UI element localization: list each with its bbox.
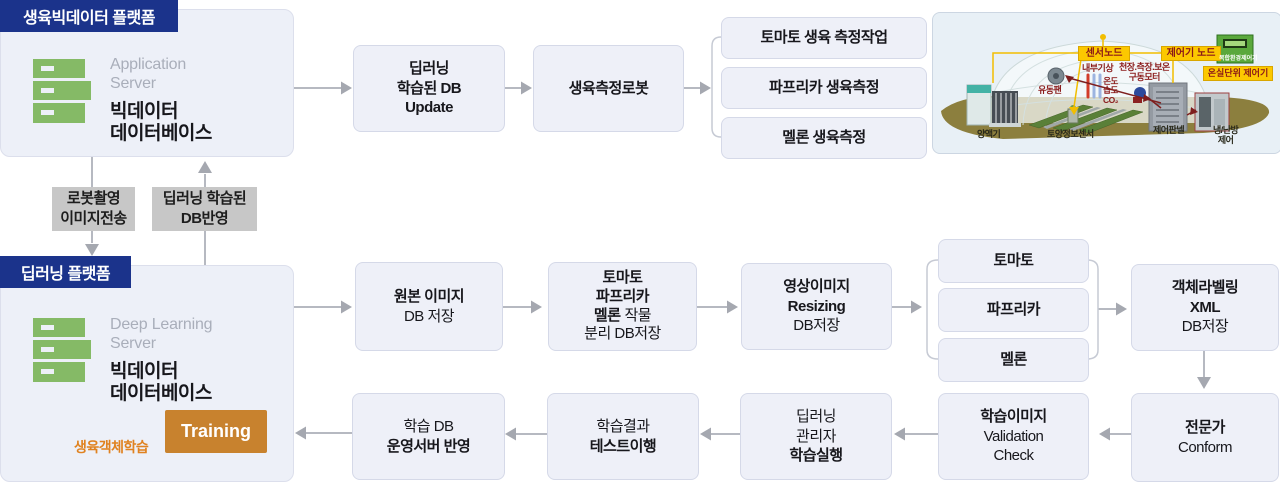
server-type-line: Server xyxy=(110,74,156,92)
box-crop-tomato: 토마토 xyxy=(938,239,1089,283)
greenhouse-device-label: 복합환경제어기 xyxy=(1219,56,1258,62)
big-data-platform-title: 생육빅데이터 플랫폼 xyxy=(23,10,155,27)
greenhouse-indoor-weather-label: 내부기상 xyxy=(1082,63,1114,73)
transfer-text: 딥러닝 학습된 xyxy=(162,189,247,207)
box-text: 딥러닝 xyxy=(796,407,836,425)
server-type-line: Application xyxy=(110,56,187,73)
box-text: 관리자 xyxy=(796,427,836,445)
transfer-text: DB반영 xyxy=(180,210,229,227)
greenhouse-soil-sensor-label: 토양정보센서 xyxy=(1047,129,1094,139)
greenhouse-unit-controller-label: 온실단위 제어기 xyxy=(1203,66,1273,81)
box-text: Resizing xyxy=(787,297,846,315)
box-text: 멜론 xyxy=(1000,351,1027,369)
greenhouse-controller-node-label: 제어기 노드 xyxy=(1161,46,1221,61)
box-text: 멜론 생육측정 xyxy=(782,129,866,147)
greenhouse-climate-labels: 온도 습도 CO₂ xyxy=(1103,76,1119,105)
greenhouse-control-panel-label: 제어판넬 xyxy=(1153,125,1185,135)
greenhouse-art xyxy=(941,34,1270,139)
box-text: 객체라벨링 xyxy=(1171,278,1239,296)
box-text: 테스트이행 xyxy=(589,437,657,455)
box-text: 영상이미지 xyxy=(783,277,850,295)
box-text: 학습실행 xyxy=(789,447,843,465)
deep-learning-platform-header: 딥러닝 플랫폼 xyxy=(0,256,131,288)
box-text: Validation xyxy=(983,427,1044,445)
transfer-text: 이미지전송 xyxy=(60,210,127,227)
box-text: DB저장 xyxy=(793,317,840,335)
box-validation-check: 학습이미지 Validation Check xyxy=(938,393,1089,480)
box-text: 멜론 작물 xyxy=(593,306,652,324)
greenhouse-hvac-label: 냉/난방 제어 xyxy=(1213,125,1239,146)
greenhouse-fan-label: 유동팬 xyxy=(1038,85,1062,95)
server-name-line: 데이터베이스 xyxy=(110,383,212,405)
box-text: Conform xyxy=(1177,438,1233,456)
box-text: DB 저장 xyxy=(403,307,455,325)
box-text: 생육측정로봇 xyxy=(568,79,649,97)
box-text: 학습 DB xyxy=(403,417,454,435)
box-text: 분리 DB저장 xyxy=(584,325,661,343)
training-box: Training xyxy=(165,410,267,453)
box-text: 학습이미지 xyxy=(980,407,1047,425)
server-info: Deep Learning Server 빅데이터 데이터베이스 xyxy=(110,316,213,406)
box-text: 파프리카 xyxy=(986,301,1041,319)
box-text: XML xyxy=(1189,298,1221,316)
transfer-label-robot-images: 로봇촬영 이미지전송 xyxy=(52,187,135,231)
server-name-line: 데이터베이스 xyxy=(110,123,212,145)
greenhouse-motor-label: 천장.측장.보온 구동모터 xyxy=(1119,62,1170,82)
box-crop-paprika: 파프리카 xyxy=(938,288,1089,332)
training-text: Training xyxy=(180,421,251,441)
box-task-melon: 멜론 생육측정 xyxy=(721,117,927,159)
box-text: 원본 이미지 xyxy=(393,287,465,305)
box-admin-training-run: 딥러닝 관리자 학습실행 xyxy=(740,393,892,480)
server-icon xyxy=(33,59,91,123)
server-type-line: Server xyxy=(110,334,156,352)
server-name-line: 빅데이터 xyxy=(110,100,178,122)
training-caption: 생육객체학습 xyxy=(74,439,149,455)
box-image-resizing-db: 영상이미지 Resizing DB저장 xyxy=(741,263,892,350)
box-db-update: 딥러닝 학습된 DB Update xyxy=(353,45,505,132)
greenhouse-nutrient-label: 양액기 xyxy=(977,129,1001,139)
server-name-line: 빅데이터 xyxy=(110,360,178,382)
box-crop-melon: 멜론 xyxy=(938,338,1089,382)
box-text: 토마토 생육 측정작업 xyxy=(760,29,888,47)
box-text: 파프리카 생육측정 xyxy=(768,79,880,97)
server-type-line: Deep Learning xyxy=(110,316,213,333)
box-expert-conform: 전문가 Conform xyxy=(1131,393,1279,482)
transfer-label-trained-db: 딥러닝 학습된 DB반영 xyxy=(152,187,257,231)
box-test-execution: 학습결과 테스트이행 xyxy=(547,393,699,480)
box-text: 학습된 DB xyxy=(396,79,462,97)
box-crop-separation-db: 토마토 파프리카 멜론 작물 분리 DB저장 xyxy=(548,262,697,351)
deep-learning-platform-title: 딥러닝 플랫폼 xyxy=(20,266,111,283)
box-object-labeling-xml: 객체라벨링 XML DB저장 xyxy=(1131,264,1279,351)
box-task-tomato: 토마토 생육 측정작업 xyxy=(721,17,927,59)
big-data-platform-header: 생육빅데이터 플랫폼 xyxy=(0,0,178,32)
box-text: 딥러닝 xyxy=(409,59,449,77)
transfer-text: 로봇촬영 xyxy=(66,189,121,207)
box-text: 전문가 xyxy=(1185,418,1225,436)
box-text: 학습결과 xyxy=(596,417,650,435)
box-growth-robot: 생육측정로봇 xyxy=(533,45,684,132)
box-text: 토마토 xyxy=(602,269,643,286)
box-text: DB저장 xyxy=(1181,318,1229,336)
box-task-paprika: 파프리카 생육측정 xyxy=(721,67,927,109)
greenhouse-illustration: 센서노드 제어기 노드 온실단위 제어기 복합환경제어기 내부기상 천장.측장.… xyxy=(932,12,1280,154)
box-text: 토마토 xyxy=(993,252,1034,270)
box-deploy-operation-server: 학습 DB 운영서버 반영 xyxy=(352,393,505,480)
server-icon xyxy=(33,318,91,382)
box-text: Update xyxy=(405,99,453,117)
box-text: 운영서버 반영 xyxy=(386,437,471,455)
box-original-image-db: 원본 이미지 DB 저장 xyxy=(355,262,503,351)
server-info: Application Server 빅데이터 데이터베이스 xyxy=(110,56,212,146)
box-text: Check xyxy=(993,447,1034,465)
box-text: 파프리카 xyxy=(595,287,650,305)
greenhouse-sensor-node-label: 센서노드 xyxy=(1078,46,1130,61)
